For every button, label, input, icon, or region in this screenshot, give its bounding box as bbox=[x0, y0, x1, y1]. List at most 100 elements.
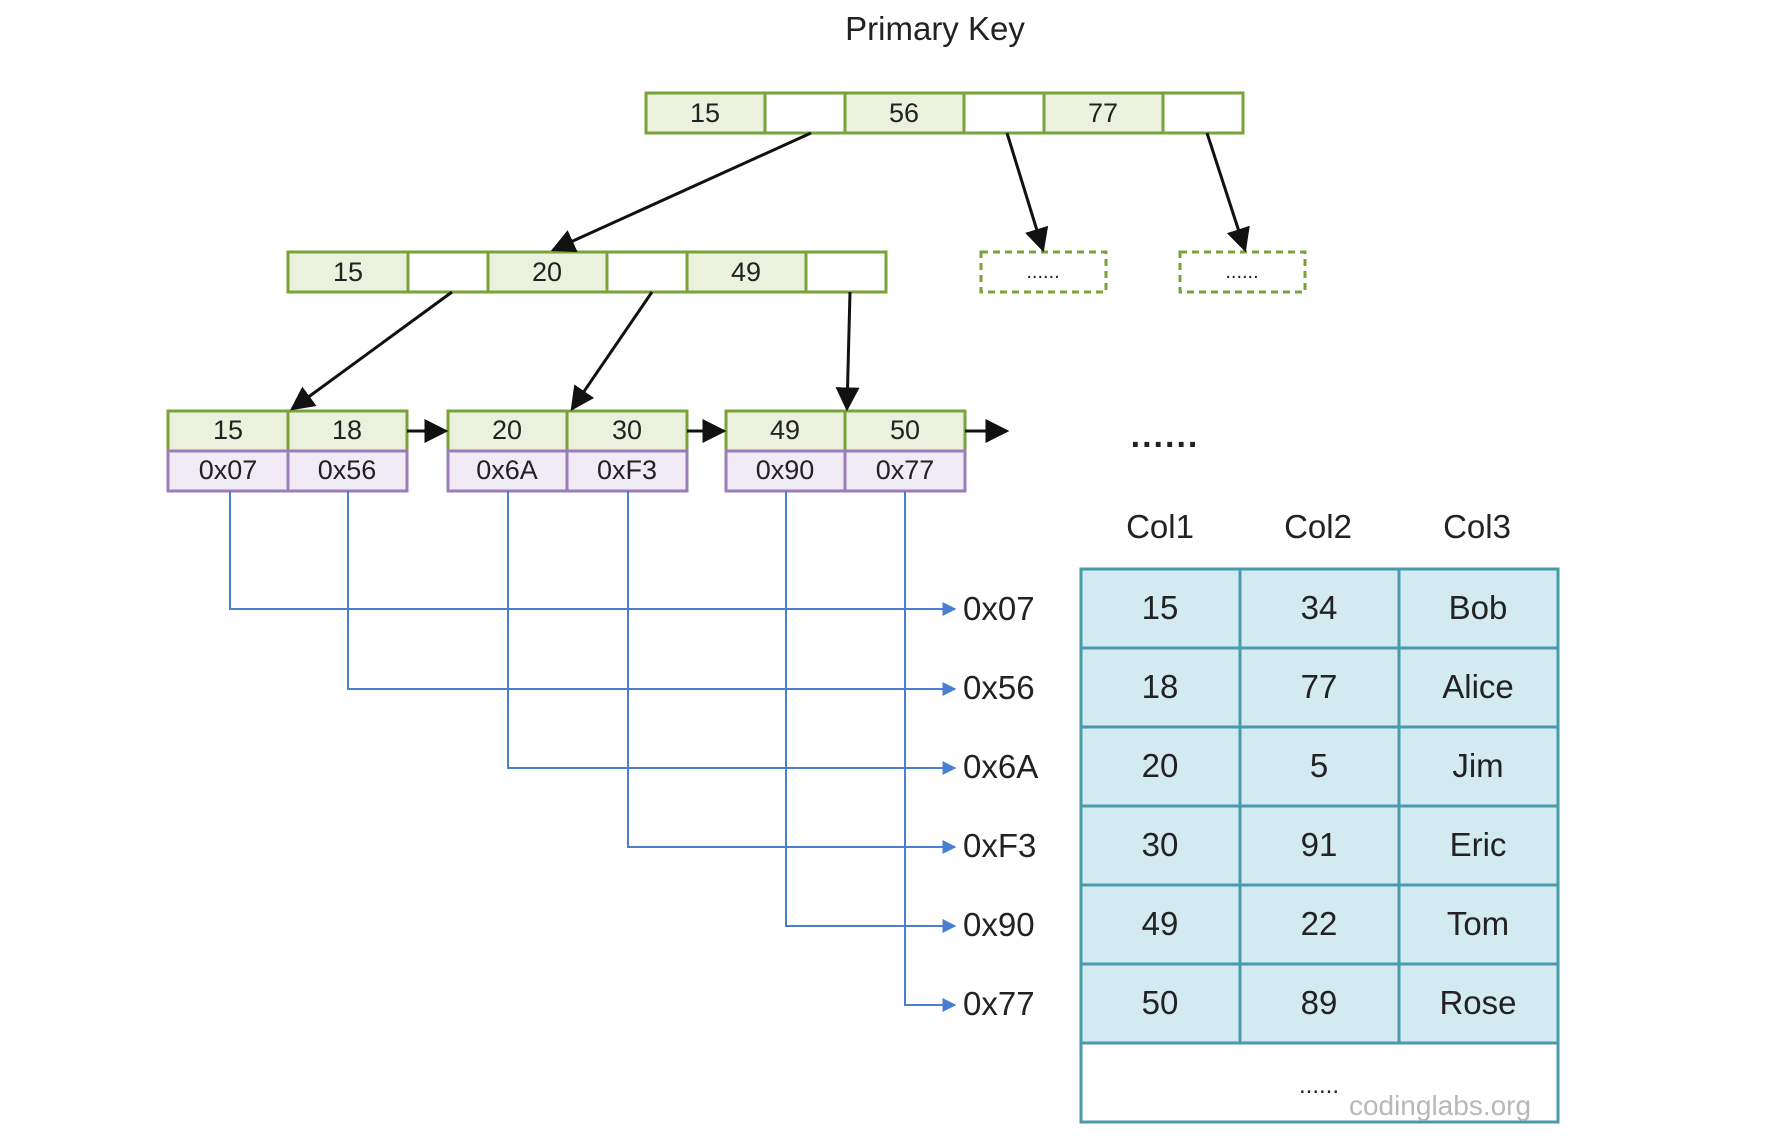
cell-r1-c1: 15 bbox=[1142, 589, 1179, 626]
root-pointer-cell-2 bbox=[962, 91, 1046, 135]
table-header: Col1 Col2 Col3 bbox=[1126, 508, 1511, 545]
leaf-1-key-1: 15 bbox=[213, 415, 243, 445]
leaf-level-ellipsis: ...... bbox=[1131, 417, 1200, 455]
col-header-3: Col3 bbox=[1443, 508, 1511, 545]
tree-arrows bbox=[290, 131, 1250, 443]
link-0xF3 bbox=[627, 491, 957, 854]
leaf-1-ptr-1: 0x07 bbox=[199, 455, 258, 485]
leaf-3-ptr-1: 0x90 bbox=[756, 455, 815, 485]
table-row: 20 5 Jim bbox=[1142, 747, 1504, 784]
leaf-2-ptr-2: 0xF3 bbox=[597, 455, 657, 485]
leaf-2-key-2: 30 bbox=[612, 415, 642, 445]
link-0x77 bbox=[904, 491, 957, 1012]
cell-r3-c2: 5 bbox=[1310, 747, 1328, 784]
table-ellipsis: ...... bbox=[1299, 1072, 1339, 1099]
arrow-internal-to-leaf-1 bbox=[290, 290, 453, 411]
link-0x6A bbox=[507, 491, 957, 775]
internal-node: 15 20 49 bbox=[286, 250, 888, 294]
address-labels: 0x07 0x56 0x6A 0xF3 0x90 0x77 bbox=[963, 590, 1038, 1022]
leaf-2-ptr-cell-1 bbox=[446, 449, 569, 493]
cell-r2-c1: 18 bbox=[1142, 668, 1179, 705]
cell-r6-c3: Rose bbox=[1439, 984, 1516, 1021]
leaf-node-1: 15 18 0x07 0x56 bbox=[166, 409, 409, 493]
leaf-3-key-cell-2 bbox=[843, 409, 967, 453]
root-key-cell-1 bbox=[644, 91, 767, 135]
leaf-3-key-2: 50 bbox=[890, 415, 920, 445]
address-label-3: 0x6A bbox=[963, 748, 1038, 785]
link-0x07 bbox=[229, 491, 957, 616]
address-label-2: 0x56 bbox=[963, 669, 1035, 706]
arrow-internal-to-leaf-2 bbox=[570, 291, 654, 411]
leaf-node-3: 49 50 0x90 0x77 bbox=[724, 409, 967, 493]
cell-r3-c1: 20 bbox=[1142, 747, 1179, 784]
data-table: 15 34 Bob 18 77 Alice 20 5 Jim 30 91 Eri… bbox=[1079, 567, 1560, 1124]
table-ellipsis-row bbox=[1079, 1041, 1560, 1124]
root-pointer-cell-3 bbox=[1161, 91, 1245, 135]
cell-r4-c3: Eric bbox=[1450, 826, 1507, 863]
cell-r1-c3: Bob bbox=[1449, 589, 1508, 626]
leaf-2-key-1: 20 bbox=[492, 415, 522, 445]
table-row: 50 89 Rose bbox=[1142, 984, 1517, 1021]
col-header-1: Col1 bbox=[1126, 508, 1194, 545]
arrow-root-to-internal bbox=[550, 131, 812, 253]
arrow-internal-to-leaf-3 bbox=[835, 291, 860, 412]
internal-key-3: 49 bbox=[731, 257, 761, 287]
cell-r6-c1: 50 bbox=[1142, 984, 1179, 1021]
cell-r4-c2: 91 bbox=[1301, 826, 1338, 863]
table-row: 49 22 Tom bbox=[1142, 905, 1510, 942]
root-key-cell-2 bbox=[843, 91, 966, 135]
root-child-placeholder-2: ...... bbox=[1178, 250, 1307, 294]
internal-pointer-cell-3 bbox=[804, 250, 888, 294]
cell-r4-c1: 30 bbox=[1142, 826, 1179, 863]
address-label-4: 0xF3 bbox=[963, 827, 1036, 864]
cell-r2-c3: Alice bbox=[1442, 668, 1514, 705]
placeholder-ellipsis-2: ...... bbox=[1225, 261, 1258, 283]
internal-key-2: 20 bbox=[532, 257, 562, 287]
leaf-1-ptr-2: 0x56 bbox=[318, 455, 377, 485]
root-node: 15 56 77 bbox=[644, 91, 1245, 135]
cell-r5-c1: 49 bbox=[1142, 905, 1179, 942]
root-child-placeholder-1: ...... bbox=[979, 250, 1108, 294]
cell-r5-c2: 22 bbox=[1301, 905, 1338, 942]
leaf-1-key-cell-1 bbox=[166, 409, 290, 453]
address-label-6: 0x77 bbox=[963, 985, 1035, 1022]
arrow-root-to-placeholder-1 bbox=[1005, 132, 1049, 253]
root-key-3: 77 bbox=[1088, 98, 1118, 128]
root-key-1: 15 bbox=[690, 98, 720, 128]
table-row: 18 77 Alice bbox=[1142, 668, 1514, 705]
leaf-3-key-1: 49 bbox=[770, 415, 800, 445]
leaf-node-2: 20 30 0x6A 0xF3 bbox=[446, 409, 689, 493]
cell-r3-c3: Jim bbox=[1452, 747, 1503, 784]
table-row: 15 34 Bob bbox=[1142, 589, 1508, 626]
internal-pointer-cell-1 bbox=[406, 250, 490, 294]
placeholder-ellipsis-1: ...... bbox=[1026, 261, 1059, 283]
address-label-1: 0x07 bbox=[963, 590, 1035, 627]
root-key-2: 56 bbox=[889, 98, 919, 128]
address-label-5: 0x90 bbox=[963, 906, 1035, 943]
internal-key-1: 15 bbox=[333, 257, 363, 287]
cell-r5-c3: Tom bbox=[1447, 905, 1509, 942]
leaf-2-ptr-1: 0x6A bbox=[476, 455, 538, 485]
leaf-1-ptr-cell-1 bbox=[166, 449, 290, 493]
cell-r2-c2: 77 bbox=[1301, 668, 1338, 705]
leaf-3-ptr-cell-1 bbox=[724, 449, 847, 493]
internal-key-cell-2 bbox=[486, 250, 609, 294]
col-header-2: Col2 bbox=[1284, 508, 1352, 545]
diagram-title: Primary Key bbox=[845, 10, 1025, 47]
cell-r6-c2: 89 bbox=[1301, 984, 1338, 1021]
leaf-3-ptr-2: 0x77 bbox=[876, 455, 935, 485]
arrow-root-to-placeholder-2 bbox=[1205, 132, 1250, 253]
internal-key-cell-1 bbox=[286, 250, 410, 294]
link-0x56 bbox=[347, 491, 957, 696]
internal-pointer-cell-2 bbox=[605, 250, 689, 294]
root-key-cell-3 bbox=[1042, 91, 1165, 135]
link-0x90 bbox=[785, 491, 957, 933]
address-links bbox=[229, 491, 957, 1012]
leaf-1-key-2: 18 bbox=[332, 415, 362, 445]
leaf-2-ptr-cell-2 bbox=[565, 449, 689, 493]
root-pointer-cell-1 bbox=[763, 91, 847, 135]
table-row: 30 91 Eric bbox=[1142, 826, 1507, 863]
cell-r1-c2: 34 bbox=[1301, 589, 1338, 626]
watermark: codinglabs.org bbox=[1349, 1090, 1531, 1121]
